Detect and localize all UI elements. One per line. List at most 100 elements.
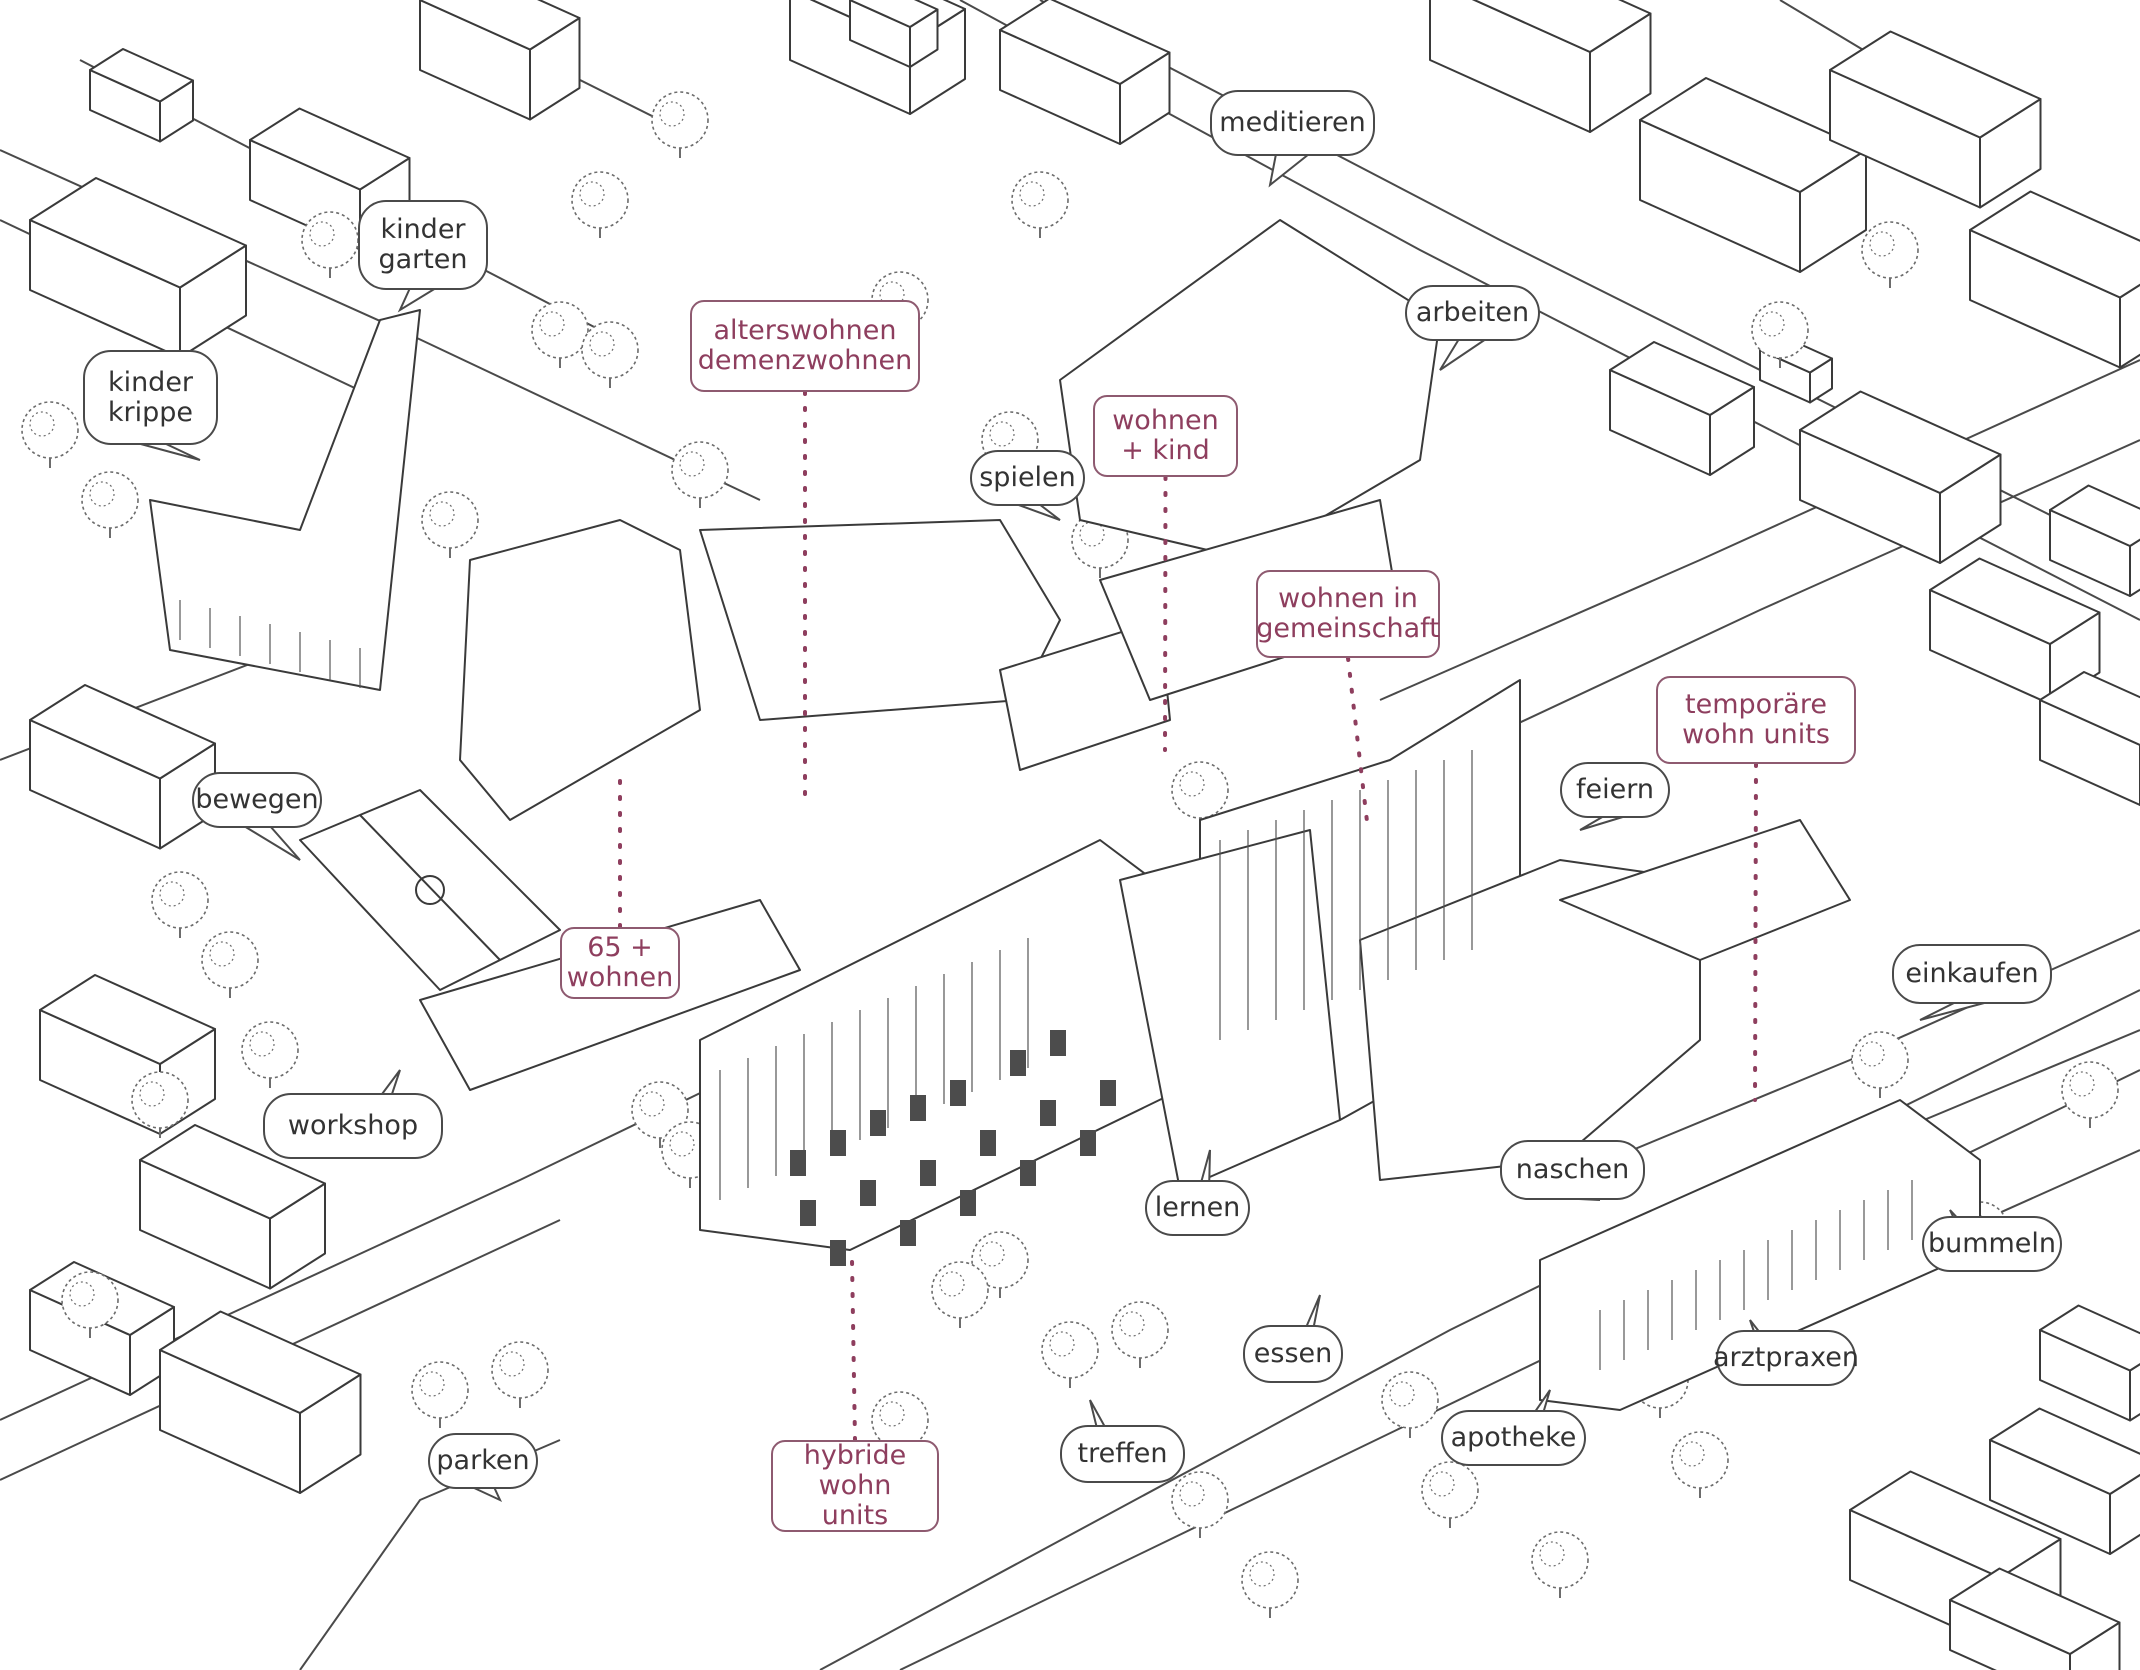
tree [1751,301,1809,368]
bubble-label: arztpraxen [1713,1330,1859,1386]
tree [631,1081,689,1148]
tree [1531,1531,1589,1598]
dotted-leader [1346,656,1370,832]
house [89,48,194,143]
building-mass [1359,859,1701,1181]
tag-label: alterswohnen demenzwohnen [690,300,920,392]
tree [301,211,359,278]
bubble-label: einkaufen [1892,944,2052,1004]
tree [1851,1031,1909,1098]
house [1799,390,2002,564]
tree [1241,1551,1299,1618]
bubble-label: bummeln [1922,1216,2062,1272]
street-line [1439,439,2140,761]
neighbourhood-houses [29,0,2140,1670]
tree [61,1271,119,1338]
tree [931,1261,989,1328]
house [1829,30,2042,209]
tree [971,1231,1029,1298]
tag-label: hybride wohn units [771,1440,939,1532]
facade-dark-panels [790,1030,1116,1266]
dotted-leader [850,1258,857,1442]
sports-court [299,789,561,991]
house [849,0,939,68]
bubble-label: naschen [1500,1140,1645,1200]
tree [411,1361,469,1428]
tree [491,1341,549,1408]
tree [241,1021,299,1088]
building-mass [999,619,1171,771]
house [1969,190,2140,369]
bubble-label: spielen [970,450,1085,506]
building-mass [459,519,701,821]
bubble-label: kinder garten [358,200,488,290]
building-mass [149,309,421,691]
tree [2061,1061,2119,1128]
speech-tail [1268,153,1312,188]
house [2049,484,2140,597]
house [2039,1304,2140,1422]
tree [1171,1471,1229,1538]
tree [1041,1321,1099,1388]
tree [1111,1301,1169,1368]
house [999,0,1171,145]
speech-tail [397,287,440,313]
tree [151,871,209,938]
tree [571,171,629,238]
building-mass [1559,819,1851,961]
house [29,177,247,359]
tree [671,441,729,508]
house [1609,341,1755,476]
bubble-label: lernen [1145,1180,1250,1236]
street-line [1379,359,2140,701]
building-mass [1119,829,1341,1191]
facade-windows [179,600,1913,1370]
bubble-label: parken [428,1433,538,1489]
bubble-label: apotheke [1441,1410,1586,1466]
speech-tail [136,442,201,461]
building-mass [699,839,1181,1251]
bubble-label: meditieren [1210,90,1375,156]
tree [531,301,589,368]
bubble-label: kinder krippe [83,350,218,445]
tree [1381,1371,1439,1438]
house [419,0,581,121]
bubble-label: essen [1243,1325,1343,1383]
tree [131,1071,189,1138]
tree [581,321,639,388]
speech-tail [1579,815,1627,831]
speech-tail [240,825,301,861]
bubble-label: arbeiten [1405,285,1540,341]
house [1639,77,1867,273]
tree [81,471,139,538]
tag-label: temporäre wohn units [1656,676,1856,764]
dotted-leader [1163,475,1168,752]
tree [21,401,79,468]
bubble-label: bewegen [192,772,322,828]
tree [1861,221,1919,288]
tag-label: 65 + wohnen [560,927,680,999]
house [1989,1407,2140,1555]
speech-tail [1919,1001,1989,1021]
house [2039,671,2140,806]
bubble-label: feiern [1560,762,1670,818]
house [1929,557,2101,705]
house [39,974,216,1135]
house [1429,0,1652,133]
tag-label: wohnen in gemeinschaft [1256,570,1440,658]
street-line [819,989,2140,1670]
house [159,1310,362,1494]
tree [201,931,259,998]
speech-tail [1439,338,1490,371]
tree [651,91,709,158]
building-mass [1059,219,1441,561]
bubble-label: workshop [263,1093,443,1159]
house [139,1124,326,1290]
tree [1421,1461,1479,1528]
tree [421,491,479,558]
speech-tail [1015,503,1061,521]
bubble-label: treffen [1060,1425,1185,1483]
house [29,684,216,850]
house [1949,1567,2121,1670]
